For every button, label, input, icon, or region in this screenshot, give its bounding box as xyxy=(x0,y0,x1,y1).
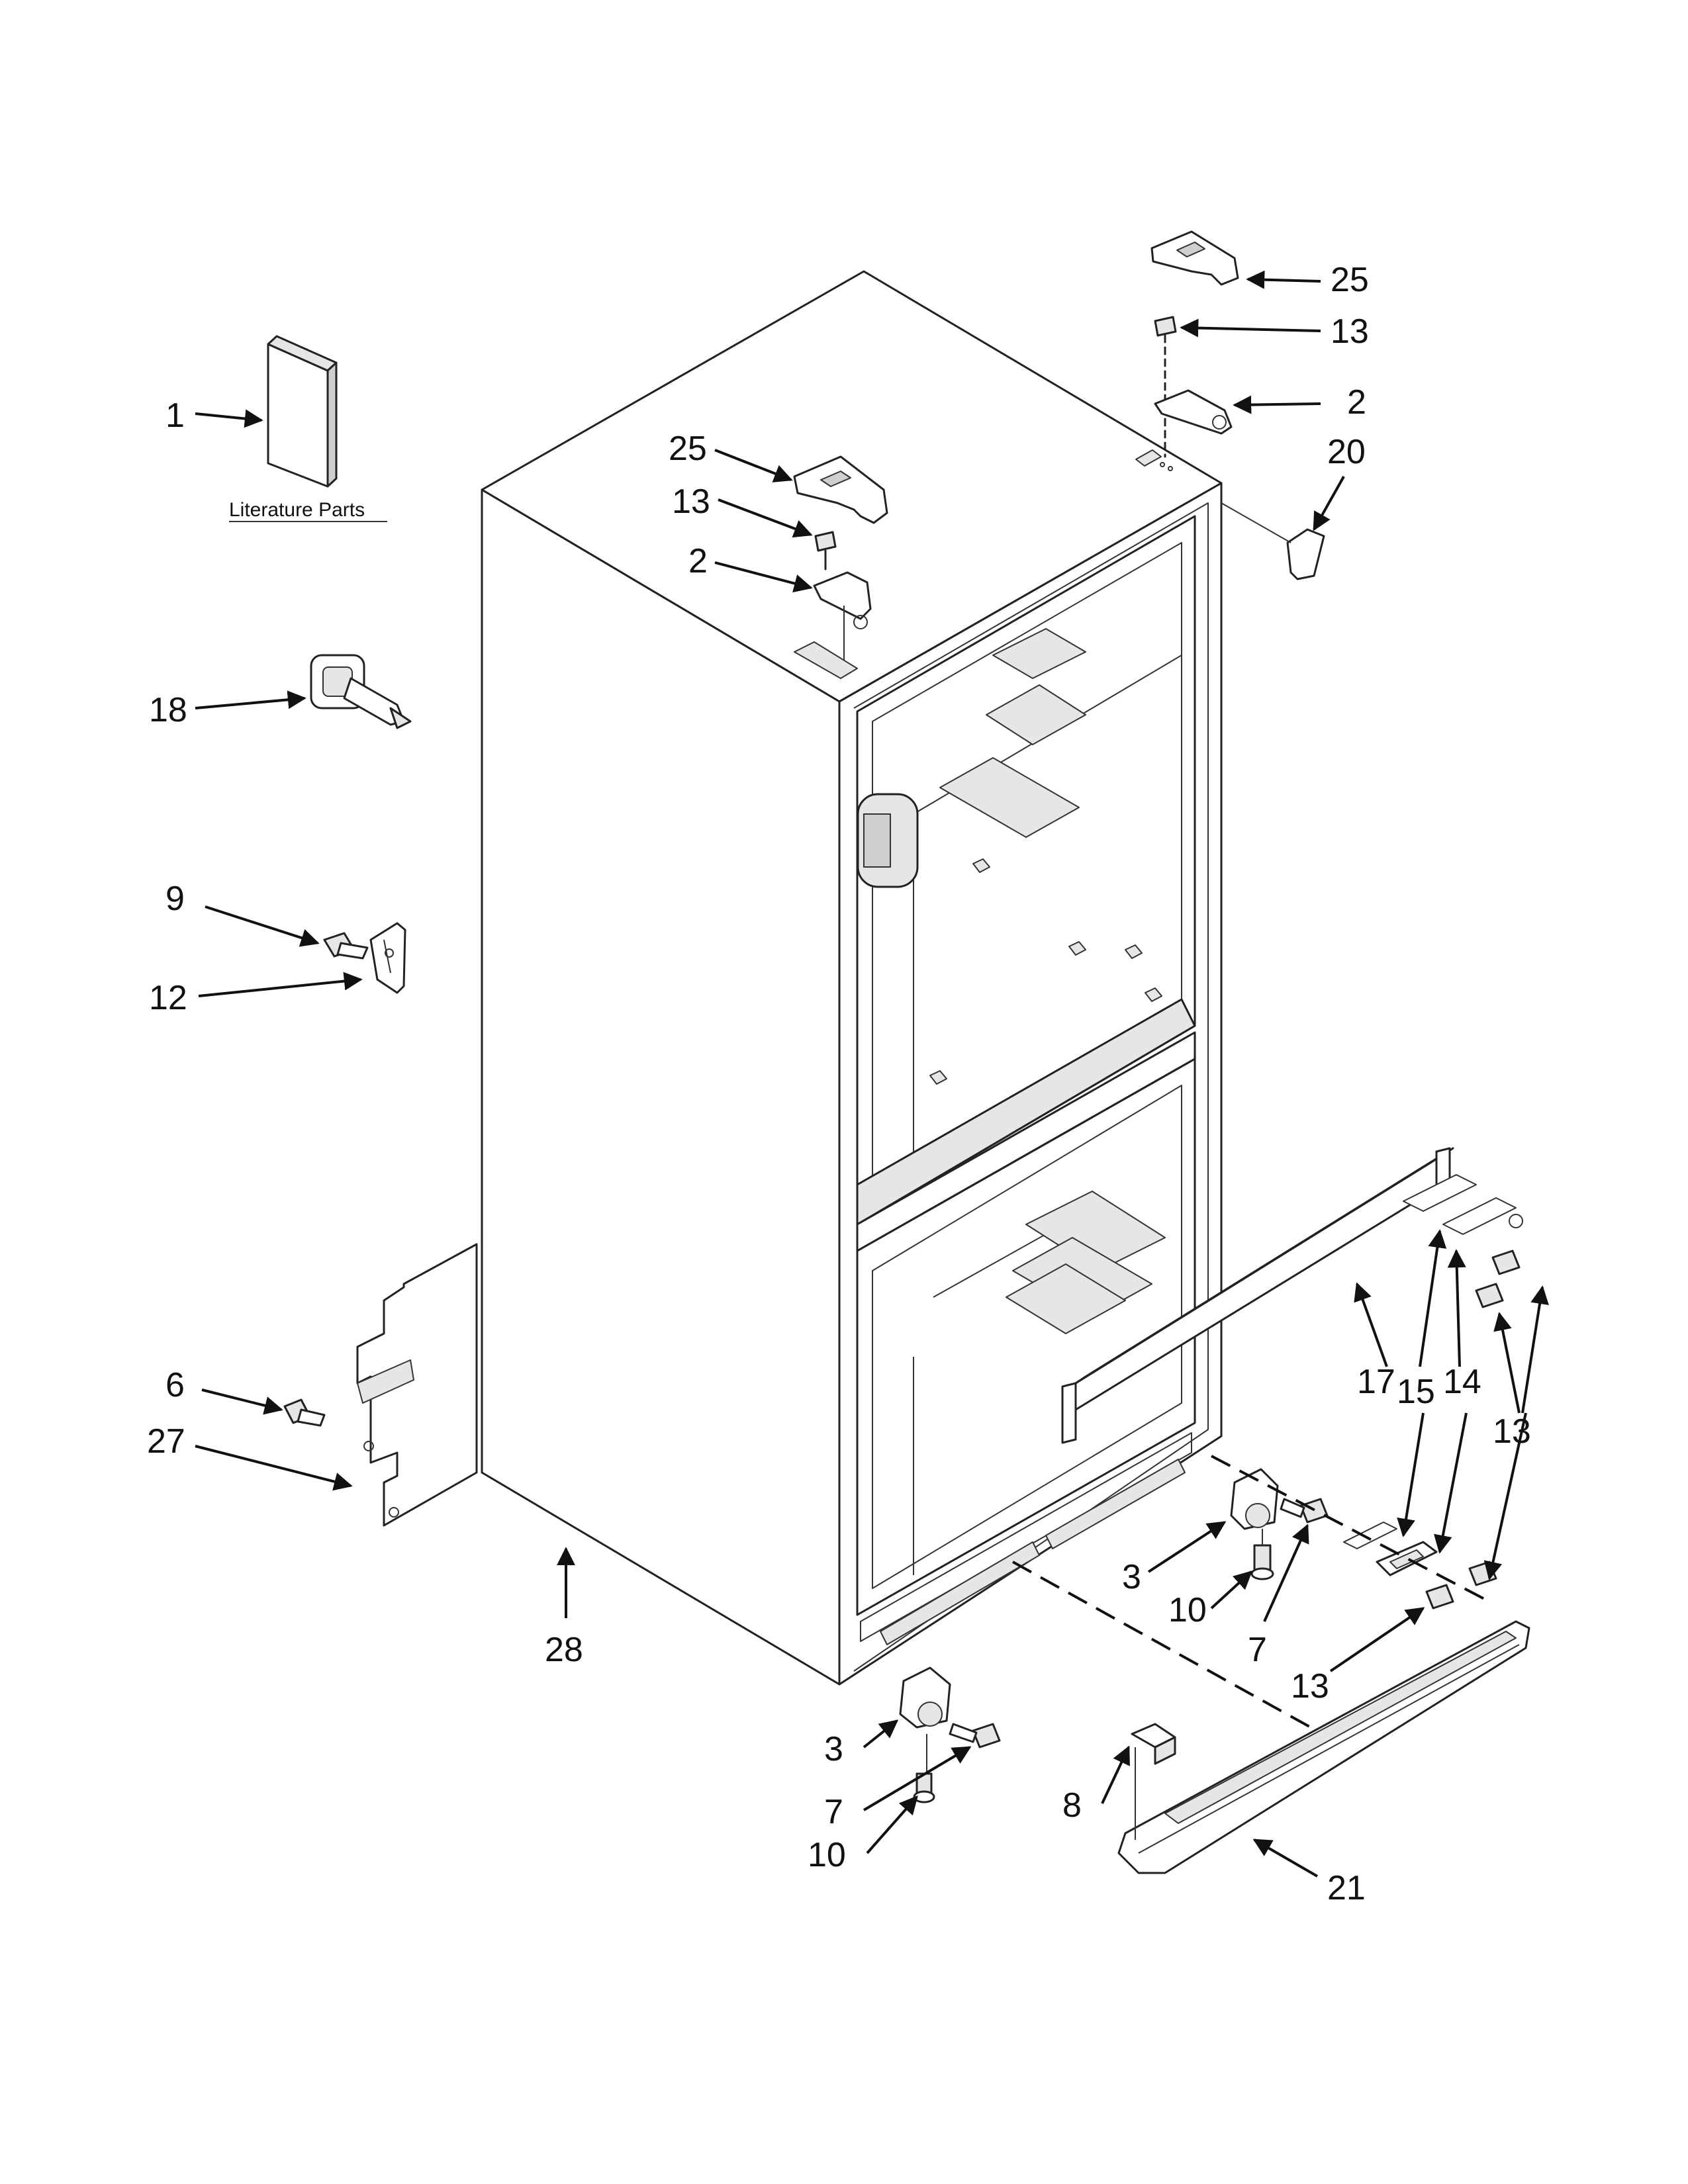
callout-13-lower: 13 xyxy=(1291,1667,1329,1706)
plug-part-18 xyxy=(310,654,412,729)
clip-part-12 xyxy=(369,922,406,994)
screw-part-7-left xyxy=(949,1723,1001,1749)
callout-2-left: 2 xyxy=(688,542,708,580)
callout-21: 21 xyxy=(1327,1869,1366,1907)
callout-7-left: 7 xyxy=(824,1793,843,1831)
hinge-screw-part-13-left xyxy=(814,531,837,570)
leader-lines xyxy=(195,270,1549,1878)
callout-14-upper: 14 xyxy=(1443,1363,1481,1401)
callout-18: 18 xyxy=(149,691,187,729)
literature-parts-label: Literature Parts xyxy=(229,499,365,521)
callout-7-right: 7 xyxy=(1248,1631,1267,1669)
hinge-cap-part-20 xyxy=(1221,502,1325,580)
screws-part-13-upper xyxy=(1475,1250,1521,1308)
hinge-part-2-right xyxy=(1154,389,1233,435)
callout-25-right: 25 xyxy=(1331,261,1369,299)
callout-6: 6 xyxy=(165,1366,185,1404)
callout-25-left: 25 xyxy=(669,430,707,468)
leveling-leg-part-10-right xyxy=(1250,1544,1274,1580)
screw-part-9 xyxy=(323,932,369,960)
screw-part-6 xyxy=(283,1398,326,1427)
callout-numbers: 1 18 9 12 6 27 28 25 13 2 25 13 2 20 17 … xyxy=(147,261,1531,1907)
callout-9: 9 xyxy=(165,880,185,918)
roller-part-3-right xyxy=(1230,1468,1279,1530)
callout-15-upper: 15 xyxy=(1397,1373,1435,1411)
toe-grille-part-21 xyxy=(1117,1620,1530,1874)
hinge-part-2-left xyxy=(794,571,872,679)
callout-2-right: 2 xyxy=(1347,383,1366,422)
callout-20: 20 xyxy=(1327,433,1366,471)
hinge-cover-part-25-left xyxy=(793,455,888,524)
callout-8: 8 xyxy=(1062,1786,1082,1825)
callout-12: 12 xyxy=(149,979,187,1017)
callout-17: 17 xyxy=(1357,1363,1395,1401)
leveling-bracket-part-14-lower xyxy=(1376,1541,1438,1576)
screws-part-13-lower xyxy=(1425,1561,1497,1610)
screw-part-7-right xyxy=(1280,1498,1329,1524)
leveling-bracket-part-15-lower xyxy=(1343,1522,1397,1549)
callout-13-grille: 13 xyxy=(1493,1412,1531,1451)
side-panel-part-27 xyxy=(356,1243,478,1527)
callout-27: 27 xyxy=(147,1422,185,1461)
callout-3-left: 3 xyxy=(824,1730,843,1768)
callout-10-right: 10 xyxy=(1168,1591,1207,1629)
roller-part-3-left xyxy=(899,1666,951,1729)
hinge-screw-part-13-right xyxy=(1154,316,1177,458)
leveling-brackets-part-15-14-upper xyxy=(1403,1174,1523,1235)
callout-13-left: 13 xyxy=(672,482,710,521)
callout-13-right: 13 xyxy=(1331,312,1369,351)
hinge-cover-part-25-right xyxy=(1150,230,1239,286)
callout-1: 1 xyxy=(165,396,185,435)
bracket-part-8 xyxy=(1131,1723,1176,1765)
literature-booklet xyxy=(267,335,338,488)
callout-3-right: 3 xyxy=(1122,1558,1141,1596)
callout-10-left: 10 xyxy=(808,1836,846,1874)
assembly-lines xyxy=(926,1455,1490,1840)
refrigerator-cabinet xyxy=(481,270,1223,1686)
callout-28: 28 xyxy=(545,1631,583,1669)
